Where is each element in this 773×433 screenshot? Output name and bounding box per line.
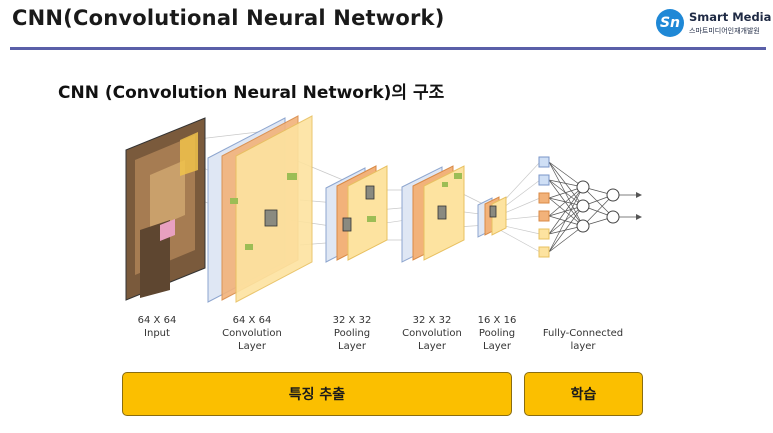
conv1-feature-maps — [207, 115, 313, 303]
label-fc-name: layer — [570, 341, 596, 352]
slide-subtitle: CNN (Convolution Neural Network)의 구조 — [58, 83, 445, 103]
label-input-size: 64 X 64 — [137, 315, 177, 326]
input-image — [125, 117, 206, 301]
label-pool1: 32 X 32 Pooling Layer — [307, 314, 397, 353]
logo-mark: Sn — [656, 9, 684, 37]
label-fc-size: Fully-Connected — [542, 328, 624, 339]
label-input-name: Input — [144, 328, 170, 339]
learning-bar: 학습 — [524, 372, 643, 416]
label-input: 64 X 64 Input — [112, 314, 202, 340]
fully-connected-layer — [538, 156, 642, 258]
label-conv2-extra: Layer — [418, 341, 446, 352]
label-fc: Fully-Connected layer — [533, 327, 633, 353]
label-conv1: 64 X 64 Convolution Layer — [207, 314, 297, 353]
conv2-feature-maps — [401, 165, 465, 263]
pool2-feature-maps — [477, 196, 507, 238]
label-conv2-size: 32 X 32 — [412, 315, 452, 326]
label-pool2: 16 X 16 Pooling Layer — [452, 314, 542, 353]
logo-subtitle: 스마트미디어인재개발원 — [689, 27, 760, 35]
label-pool2-size: 16 X 16 — [477, 315, 517, 326]
label-conv2-name: Convolution — [402, 328, 462, 339]
label-pool2-name: Pooling — [478, 328, 516, 339]
label-pool1-name: Pooling — [333, 328, 371, 339]
pool1-feature-maps — [325, 165, 388, 263]
label-conv2: 32 X 32 Convolution Layer — [387, 314, 477, 353]
label-conv1-extra: Layer — [238, 341, 266, 352]
label-pool1-size: 32 X 32 — [332, 315, 372, 326]
logo-name: Smart Media — [689, 10, 772, 24]
label-pool1-extra: Layer — [338, 341, 366, 352]
label-conv1-size: 64 X 64 — [232, 315, 272, 326]
label-conv1-name: Convolution — [222, 328, 282, 339]
label-pool2-extra: Layer — [483, 341, 511, 352]
page-title: CNN(Convolutional Neural Network) — [12, 6, 445, 30]
title-rule — [10, 47, 766, 50]
feature-extraction-bar: 특징 추출 — [122, 372, 512, 416]
brand-logo: Sn Smart Media 스마트미디어인재개발원 — [656, 8, 772, 38]
